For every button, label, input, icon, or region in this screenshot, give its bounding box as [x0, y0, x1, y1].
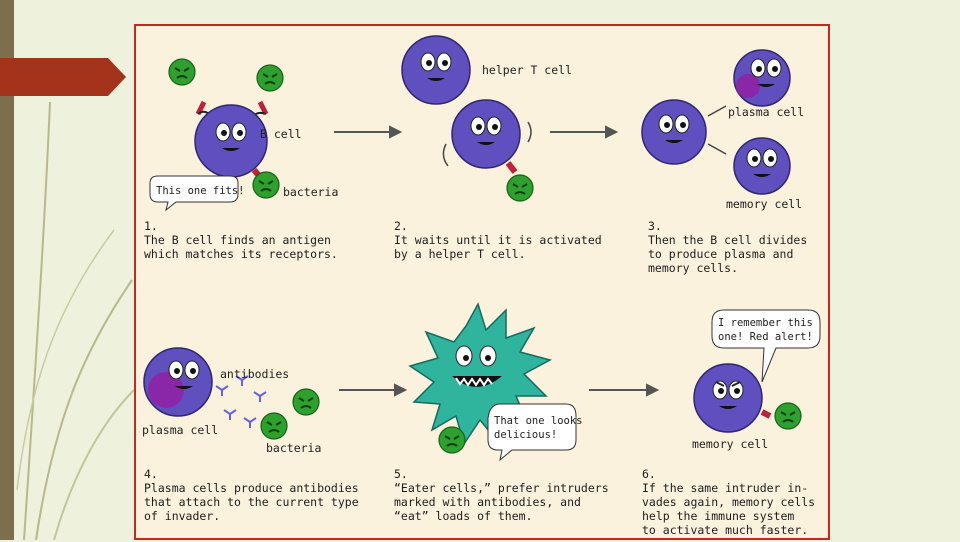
panel-5-caption-line-1: “Eater cells,” prefer intruders — [394, 481, 609, 495]
panel-6-art — [693, 309, 821, 433]
panel-3-plasma-label: plasma cell — [728, 105, 804, 119]
panel-4-plasma-label: plasma cell — [142, 423, 218, 437]
panel-2-caption-line-1: It waits until it is activated — [394, 233, 602, 247]
panel-4-caption-line-1: Plasma cells produce antibodies — [144, 481, 359, 495]
side-bar — [0, 0, 14, 540]
immune-diagram: B cell bacteria This one fits! helper T — [142, 35, 821, 537]
panel-3-caption-line-3: memory cells. — [648, 261, 738, 275]
decorative-swooshes — [16, 101, 135, 540]
panel-6-caption-line-3: help the immune system — [642, 509, 794, 523]
panel-6-bubble-line-2: one! Red alert! — [718, 331, 813, 343]
panel-3-number: 3. — [648, 219, 662, 233]
panel-1-bcell-label: B cell — [260, 127, 302, 141]
panel-4-number: 4. — [144, 467, 158, 481]
panel-5-caption-line-2: marked with antibodies, and — [394, 495, 581, 509]
accent-arrow-tab — [0, 58, 126, 96]
panel-1-caption-line-1: The B cell finds an antigen — [144, 233, 331, 247]
panel-6-caption-line-4: to activate much faster. — [642, 523, 808, 537]
panel-3-memory-label: memory cell — [726, 197, 802, 211]
panel-4-antibodies-label: antibodies — [220, 367, 289, 381]
panel-1-number: 1. — [144, 219, 158, 233]
panel-6-memory-label: memory cell — [692, 437, 768, 451]
immune-response-figure: B cell bacteria This one fits! helper T — [134, 24, 830, 540]
panel-3-art — [641, 49, 791, 195]
panel-3-caption-line-2: to produce plasma and — [648, 247, 793, 261]
panel-5-bubble-line-1: That one looks — [494, 415, 583, 427]
panel-4-art — [143, 347, 320, 440]
panel-6-number: 6. — [642, 467, 656, 481]
panel-6-bubble-line-1: I remember this — [718, 317, 813, 329]
panel-5-art — [408, 302, 577, 462]
panel-4-caption-line-2: that attach to the current type — [144, 495, 359, 509]
process-arrows — [334, 125, 660, 397]
panel-3-caption-line-1: Then the B cell divides — [648, 233, 807, 247]
panel-5-caption-line-3: “eat” loads of them. — [394, 509, 532, 523]
panel-1-art — [149, 58, 284, 212]
panel-5-number: 5. — [394, 467, 408, 481]
panel-2-number: 2. — [394, 219, 408, 233]
panel-4-bacteria-label: bacteria — [266, 441, 321, 455]
panel-1-caption-line-2: which matches its receptors. — [144, 247, 338, 261]
panel-1-bacteria-label: bacteria — [283, 185, 338, 199]
panel-2-helper-label: helper T cell — [482, 63, 572, 77]
panel-2-caption-line-2: by a helper T cell. — [394, 247, 526, 261]
panel-5-bubble-line-2: delicious! — [494, 429, 557, 441]
panel-2-art — [401, 35, 534, 202]
panel-1-bubble-text: This one fits! — [156, 185, 245, 197]
panel-4-caption-line-3: of invader. — [144, 509, 220, 523]
panel-6-caption-line-2: vades again, memory cells — [642, 495, 815, 509]
panel-6-caption-line-1: If the same intruder in- — [642, 481, 808, 495]
